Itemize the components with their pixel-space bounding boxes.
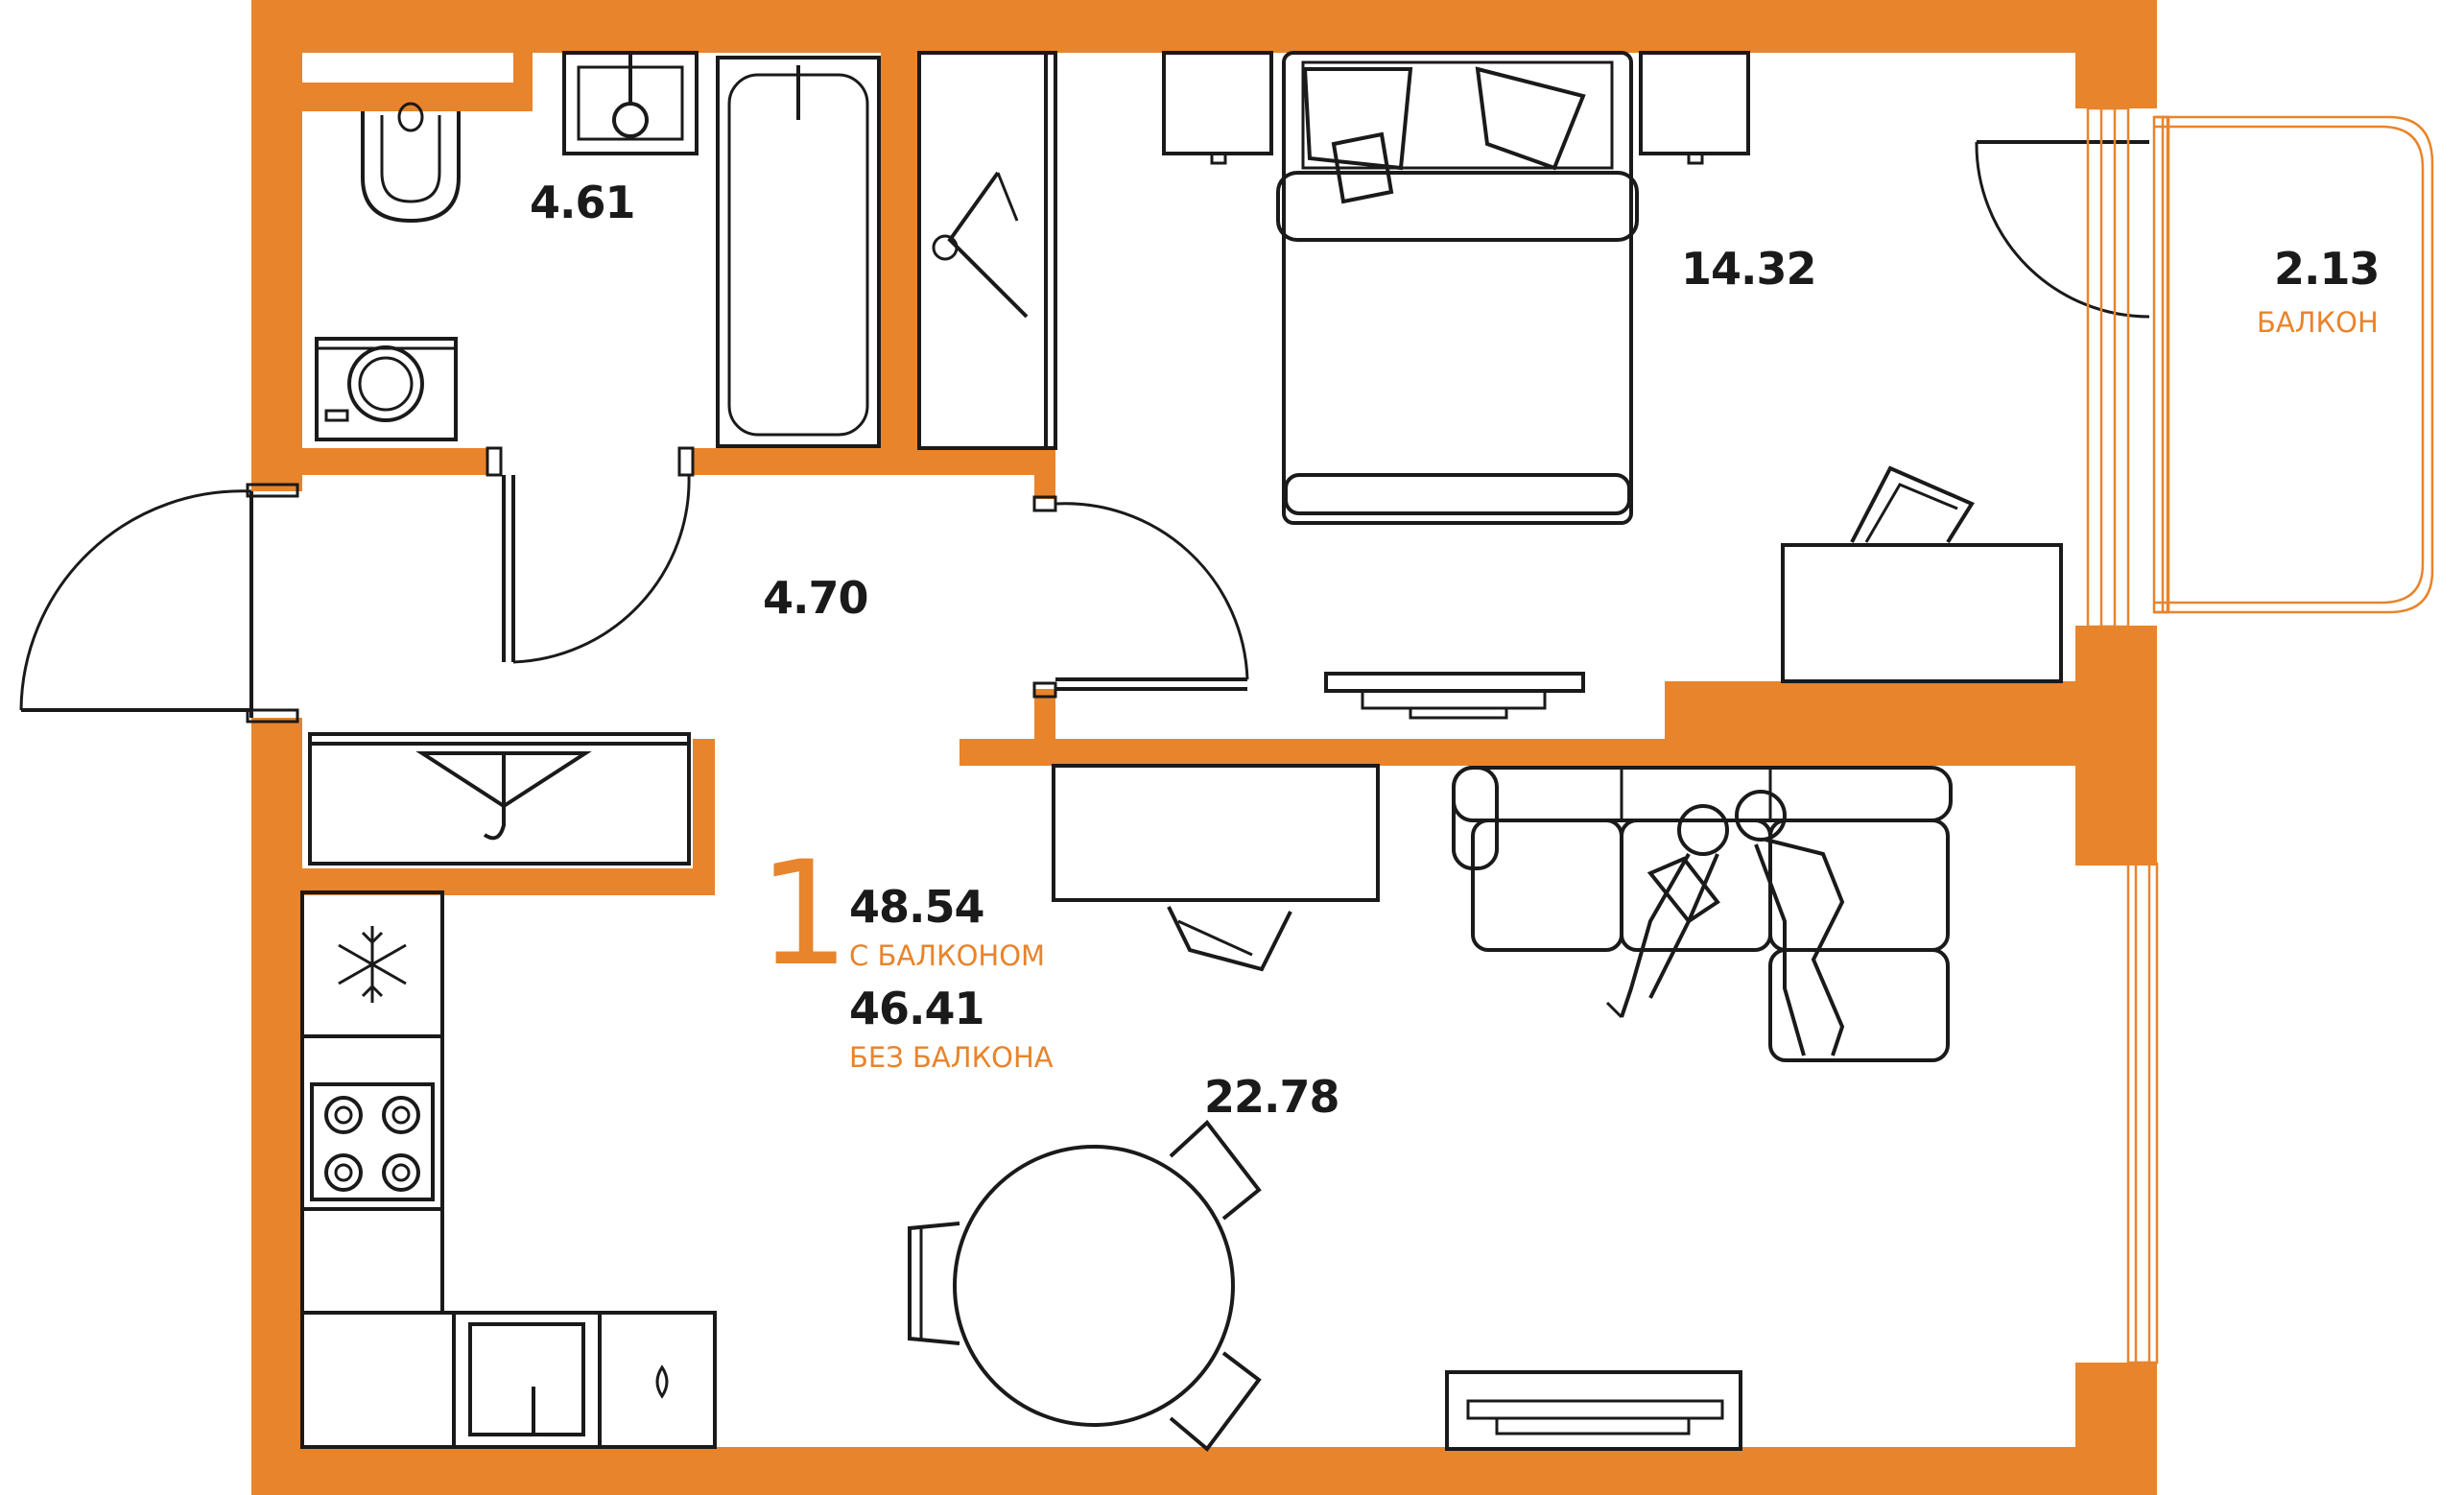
pillow-icon	[1302, 66, 1586, 204]
dining-table-icon	[953, 1145, 1235, 1427]
wall-right-cap-bottom	[2053, 1447, 2157, 1495]
washing-machine-icon	[315, 337, 458, 441]
wall-hall-right	[1034, 448, 1055, 499]
hall-area: 4.70	[763, 572, 868, 624]
wall-right-middle	[2075, 626, 2157, 866]
wall-bed-living-step	[1665, 681, 2075, 748]
bedroom-door-icon	[1032, 495, 1249, 699]
nightstand-icon	[1162, 51, 1750, 165]
bathroom-door-icon	[486, 446, 695, 664]
with-balcony-label: С БАЛКОНОМ	[849, 939, 1046, 972]
bathroom-area: 4.61	[530, 177, 635, 228]
balcony-label: БАЛКОН	[2257, 306, 2379, 339]
window-icon	[2086, 107, 2159, 1364]
wall-left-upper	[251, 0, 302, 491]
bedroom-area: 14.32	[1681, 243, 1817, 295]
wall-bottom	[251, 1447, 2053, 1495]
sink-icon	[562, 51, 699, 155]
wall-bath-corridor	[302, 448, 487, 475]
area-with-balcony: 48.54	[849, 881, 985, 933]
kitchen-counter	[300, 1207, 456, 1449]
wall-top	[251, 0, 2053, 53]
bathtub-icon	[716, 56, 881, 448]
wall-left-lower	[251, 718, 302, 1495]
living-kitchen-area: 22.78	[1204, 1071, 1340, 1123]
work-desk	[1052, 764, 1380, 902]
without-balcony-label: БЕЗ БАЛКОНА	[849, 1041, 1054, 1074]
area-without-balcony: 46.41	[849, 983, 985, 1034]
walls	[251, 0, 2157, 1495]
snowflake-icon	[338, 926, 407, 1003]
balcony-area: 2.13	[2274, 243, 2380, 295]
desk-icon	[1781, 543, 2063, 683]
bed-icon	[1276, 51, 1639, 525]
entrance-door-icon	[19, 483, 299, 724]
desk-chair-icon	[1167, 906, 1292, 972]
wall-bath-corridor-2	[693, 448, 1055, 475]
tv-unit	[1445, 1370, 1742, 1451]
balcony-outline	[2152, 115, 2434, 614]
wall-right-cap	[2053, 0, 2157, 53]
stove-icon	[300, 1034, 444, 1211]
dining-chair-icon	[908, 1120, 1262, 1452]
wardrobe-icon	[917, 51, 1057, 450]
toilet-icon	[361, 102, 461, 224]
people-icon	[1605, 790, 1845, 1056]
balcony-door-icon	[1975, 140, 2150, 319]
laptop-icon	[1647, 856, 1720, 924]
hall-wardrobe	[308, 732, 691, 866]
rooms-count: 1	[758, 831, 850, 998]
wall-bath-right	[881, 53, 917, 475]
wall-closet-right	[693, 739, 715, 895]
wall-bath-stub-2	[513, 53, 533, 111]
wall-hall-right-lower	[1034, 689, 1055, 739]
dishwasher-icon	[598, 1311, 717, 1449]
tv-stand-icon	[1324, 672, 1585, 720]
kitchen-sink-icon	[452, 1311, 602, 1449]
chair-icon	[1850, 465, 1975, 544]
